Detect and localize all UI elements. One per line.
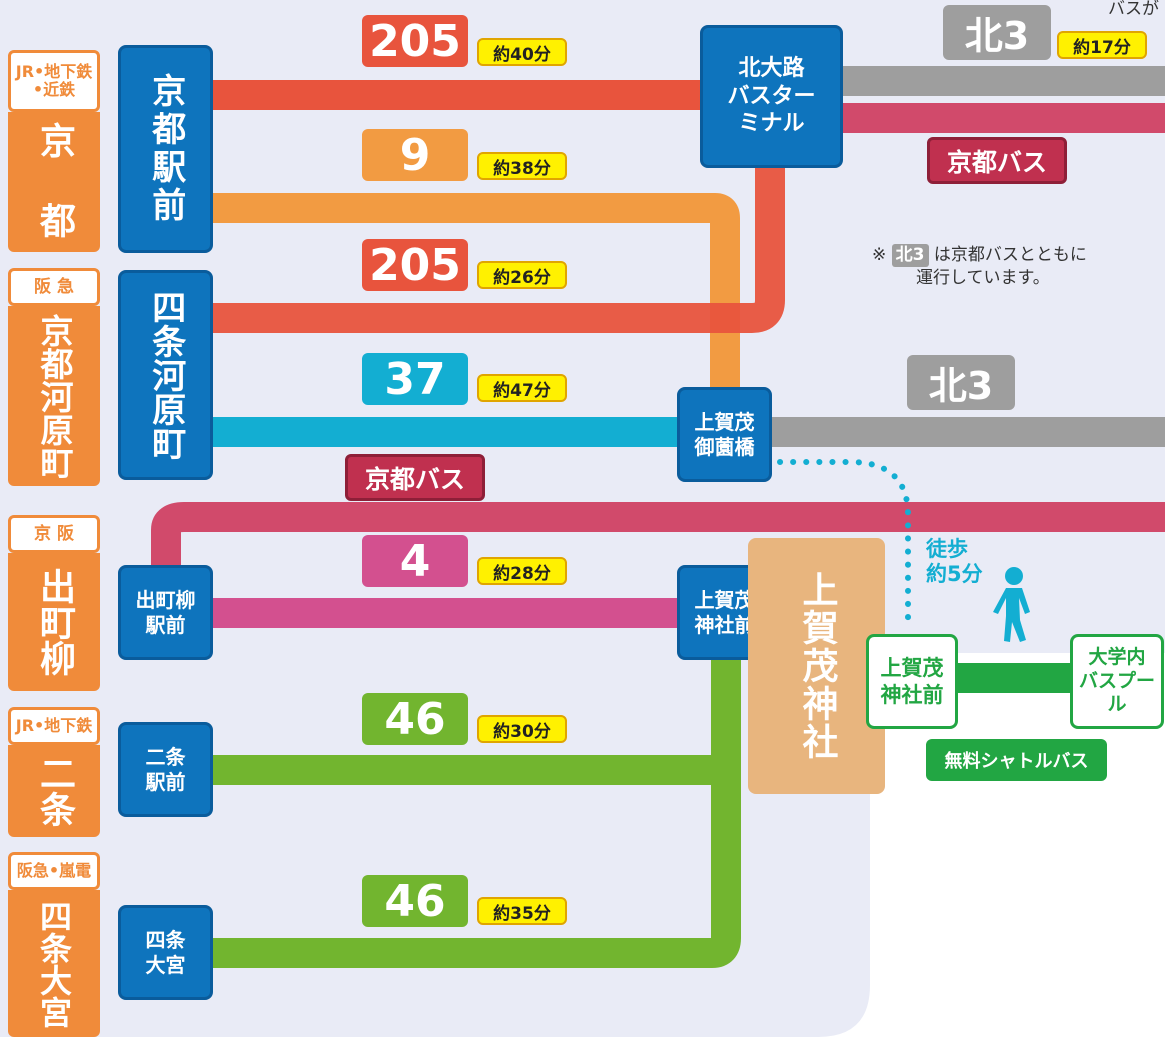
walk-label-line2: 約5分 bbox=[926, 562, 983, 587]
stop-kyoto-ekimae: 京都駅前 bbox=[118, 45, 213, 253]
route-time-205a: 約40分 bbox=[477, 38, 567, 66]
note-prefix: ※ bbox=[872, 245, 887, 265]
kita3-badge-top: 北3 bbox=[943, 5, 1051, 60]
kita3-line-top bbox=[835, 66, 1165, 96]
stop-shijo-kawaramachi: 四条河原町 bbox=[118, 270, 213, 480]
origin-name-kyoto: 京 都 bbox=[8, 112, 100, 252]
route-time-9: 約38分 bbox=[477, 152, 567, 180]
route-time-46b: 約35分 bbox=[477, 897, 567, 925]
route-badge-46a: 46 bbox=[362, 693, 468, 745]
origin-name-nijo: 二条 bbox=[8, 745, 100, 837]
shuttle-line bbox=[955, 663, 1075, 693]
origin-tag-demachiyanagi: 京 阪 bbox=[8, 515, 100, 553]
shuttle-stop-university: 大学内 バスプール bbox=[1070, 634, 1164, 729]
route-badge-37: 37 bbox=[362, 353, 468, 405]
route-badge-9: 9 bbox=[362, 129, 468, 181]
walker-icon bbox=[993, 567, 1030, 642]
kyoto-bus-label-top: 京都バス bbox=[927, 137, 1067, 184]
origin-tag-kawaramachi: 阪 急 bbox=[8, 268, 100, 306]
route-37-line bbox=[210, 417, 700, 447]
stop-nijo-ekimae: 二条 駅前 bbox=[118, 722, 213, 817]
route-time-37: 約47分 bbox=[477, 374, 567, 402]
service-note: ※ 北3 は京都バスとともに 運行しています。 bbox=[872, 244, 1162, 290]
route-205b-line bbox=[210, 162, 785, 333]
shuttle-stop-jinjamae: 上賀茂 神社前 bbox=[866, 634, 958, 729]
note-line2: 運行しています。 bbox=[916, 267, 1050, 288]
kamigamo-shrine: 上賀茂神社 bbox=[748, 538, 885, 794]
origin-name-omiya: 四条大宮 bbox=[8, 890, 100, 1037]
stop-kitaoji-bus-terminal: 北大路 バスター ミナル bbox=[700, 25, 843, 168]
origin-name-kawaramachi: 京都河原町 bbox=[8, 306, 100, 486]
kyoto-bus-label-mid: 京都バス bbox=[345, 454, 485, 501]
route-badge-205b: 205 bbox=[362, 239, 468, 291]
route-badge-4: 4 bbox=[362, 535, 468, 587]
top-right-caption: バスが bbox=[1108, 0, 1159, 19]
note-kita3-badge: 北3 bbox=[891, 244, 929, 267]
kita3-time: 約17分 bbox=[1057, 31, 1147, 59]
kita3-badge-mid: 北3 bbox=[907, 355, 1015, 410]
route-9-line bbox=[210, 193, 740, 405]
route-badge-205a: 205 bbox=[362, 15, 468, 67]
route-4-line bbox=[210, 598, 690, 628]
kyoto-bus-line-top bbox=[835, 103, 1165, 133]
route-badge-46b: 46 bbox=[362, 875, 468, 927]
origin-tag-kyoto: JR•地下鉄 •近鉄 bbox=[8, 50, 100, 112]
walk-label-line1: 徒歩 bbox=[926, 537, 968, 561]
origin-tag-omiya: 阪急•嵐電 bbox=[8, 852, 100, 890]
stop-kamigamo-misonobashi: 上賀茂 御薗橋 bbox=[677, 387, 772, 482]
route-time-46a: 約30分 bbox=[477, 715, 567, 743]
shuttle-label: 無料シャトルバス bbox=[926, 739, 1107, 781]
walk-path bbox=[777, 459, 911, 633]
origin-tag-nijo: JR•地下鉄 bbox=[8, 707, 100, 745]
route-46b-line bbox=[210, 770, 741, 968]
route-time-4: 約28分 bbox=[477, 557, 567, 585]
origin-name-demachiyanagi: 出町柳 bbox=[8, 553, 100, 691]
stop-demachiyanagi-ekimae: 出町柳 駅前 bbox=[118, 565, 213, 660]
stop-shijo-omiya: 四条 大宮 bbox=[118, 905, 213, 1000]
kyoto-bus-line-mid bbox=[151, 502, 1165, 566]
route-time-205b: 約26分 bbox=[477, 261, 567, 289]
route-205a-line bbox=[210, 80, 710, 110]
kita3-line-mid bbox=[740, 417, 1165, 447]
walk-label: 徒歩 約5分 bbox=[926, 537, 983, 587]
note-line1: は京都バスとともに bbox=[933, 245, 1087, 265]
